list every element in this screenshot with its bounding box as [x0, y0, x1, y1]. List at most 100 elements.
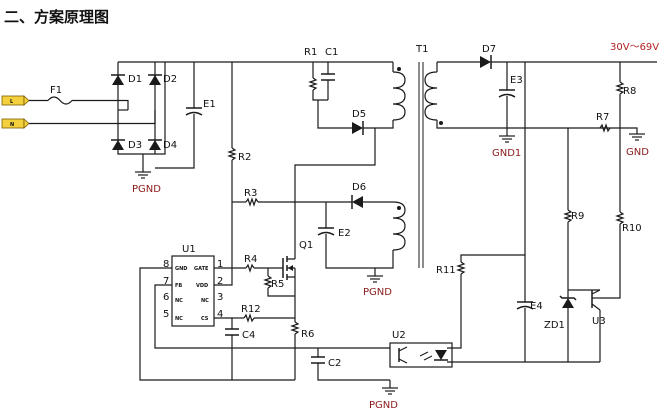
- resistor-r4: [245, 263, 255, 273]
- label-gnd1: GND1: [492, 148, 521, 159]
- label-d5: D5: [352, 109, 366, 120]
- label-e2: E2: [338, 228, 351, 239]
- resistor-r3: [245, 197, 259, 207]
- t1-secondary-dot: [439, 121, 443, 125]
- label-t1: T1: [415, 44, 428, 55]
- u1-pin1: 1: [217, 259, 223, 270]
- capacitor-c1: [321, 73, 335, 81]
- u1-pin6: 6: [163, 292, 169, 303]
- ground-symbol-gnd1: [499, 135, 515, 143]
- label-u1: U1: [182, 244, 196, 255]
- u1-pin8-name: GND: [175, 266, 187, 272]
- resistor-r7: [599, 123, 611, 133]
- label-r9: R9: [571, 211, 584, 222]
- section-heading: 二、方案原理图: [4, 8, 109, 26]
- resistor-r5: [263, 275, 273, 289]
- u1-pin3: 3: [217, 292, 223, 303]
- resistor-r12: [243, 313, 255, 323]
- resistor-r10: [615, 211, 625, 225]
- transformer-t1-primary: [392, 71, 406, 121]
- u1-pin5: 5: [163, 309, 169, 320]
- label-pgnd-bottom: PGND: [369, 400, 398, 411]
- input-l-label: L: [10, 99, 14, 105]
- label-d2: D2: [163, 74, 177, 85]
- t1-primary-dot: [397, 67, 401, 71]
- label-pgnd-aux: PGND: [363, 287, 392, 298]
- capacitor-c2: [311, 356, 325, 364]
- label-u3: U3: [592, 316, 606, 327]
- ground-symbol-aux: [367, 275, 383, 283]
- resistor-r1: [308, 77, 318, 91]
- u1-pin7-name: FB: [175, 283, 182, 289]
- label-c2: C2: [328, 358, 341, 369]
- label-r12: R12: [241, 304, 261, 315]
- label-r6: R6: [301, 329, 314, 340]
- label-d3: D3: [128, 140, 142, 151]
- label-r8: R8: [623, 86, 636, 97]
- u1-pin2-name: VDD: [196, 283, 208, 289]
- label-r4: R4: [244, 254, 257, 265]
- input-terminal-n: N: [1, 118, 30, 129]
- label-d1: D1: [128, 74, 142, 85]
- u1-pin3-name: NC: [201, 298, 209, 304]
- u1-pin4-name: CS: [201, 316, 209, 322]
- label-r2: R2: [238, 152, 251, 163]
- capacitor-e2: [317, 227, 335, 236]
- capacitor-c4: [225, 328, 239, 336]
- u1-pin7: 7: [163, 276, 169, 287]
- label-c4: C4: [242, 330, 255, 341]
- label-r3: R3: [244, 188, 257, 199]
- label-q1: Q1: [299, 240, 313, 251]
- resistor-r8: [615, 81, 625, 95]
- transformer-t1-secondary: [424, 71, 438, 121]
- transistor-u3: [591, 289, 601, 311]
- input-terminal-l: L: [1, 95, 30, 106]
- transformer-t1-aux: [392, 201, 406, 251]
- capacitor-e4: [516, 301, 534, 310]
- label-r1: R1: [304, 47, 317, 58]
- resistor-r2: [227, 147, 237, 161]
- label-r5: R5: [271, 279, 284, 290]
- diode-d6: [351, 195, 363, 209]
- ground-symbol-bridge: [135, 171, 151, 179]
- resistor-r6: [290, 321, 300, 335]
- label-gnd: GND: [626, 147, 649, 158]
- label-d7: D7: [482, 44, 496, 55]
- output-voltage-label: 30V～69V: [610, 42, 659, 53]
- diode-d7: [480, 55, 492, 69]
- label-e1: E1: [203, 99, 216, 110]
- ground-symbol-bottom: [382, 387, 398, 395]
- resistor-r9: [563, 209, 573, 223]
- u1-pin4: 4: [217, 309, 223, 320]
- resistor-r11: [456, 261, 466, 275]
- diode-d3: [111, 139, 125, 150]
- u1-pin5-name: NC: [175, 316, 183, 322]
- u1-pin8: 8: [163, 259, 169, 270]
- label-zd1: ZD1: [544, 320, 565, 331]
- u2-phototransistor: [398, 346, 408, 364]
- label-c1: C1: [325, 47, 338, 58]
- mosfet-q1: [282, 256, 295, 280]
- label-e4: E4: [530, 301, 543, 312]
- label-r7: R7: [596, 112, 609, 123]
- input-n-label: N: [10, 122, 14, 128]
- label-r10: R10: [622, 223, 642, 234]
- label-e3: E3: [510, 75, 523, 86]
- u1-pin6-name: NC: [175, 298, 183, 304]
- fuse-f1: [47, 96, 73, 105]
- capacitor-e3: [498, 89, 516, 98]
- label-f1: F1: [50, 85, 62, 96]
- diode-d5: [352, 121, 364, 135]
- diode-d1: [111, 74, 125, 85]
- u1-pin2: 2: [217, 276, 223, 287]
- label-r11: R11: [436, 265, 456, 276]
- label-d4: D4: [163, 140, 177, 151]
- t1-aux-dot: [397, 206, 401, 210]
- ic-u1-body: [171, 255, 215, 327]
- u2-led: [419, 350, 448, 361]
- u1-pin1-name: GATE: [194, 266, 209, 272]
- capacitor-e1: [185, 107, 203, 116]
- ground-symbol-gnd: [629, 133, 645, 141]
